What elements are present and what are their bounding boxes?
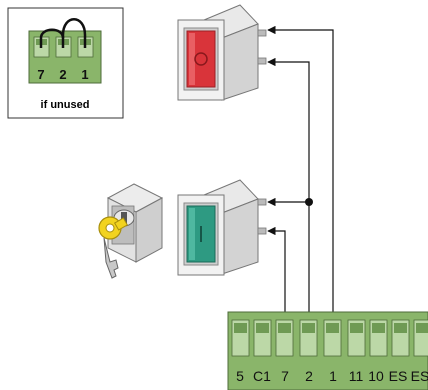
inset-terminal-label: 2 xyxy=(59,67,66,82)
inset-terminal-label: 7 xyxy=(37,67,44,82)
terminal-label-11: 11 xyxy=(349,368,364,384)
wiring xyxy=(267,25,338,331)
key-selector-switch-icon xyxy=(98,183,164,279)
terminal-block: 5 C1 7 2 1 11 10 ES ES xyxy=(227,311,428,390)
terminal-label-es: ES xyxy=(389,368,408,384)
wire-terminal-1-to-stop xyxy=(267,25,338,331)
inset-terminal-label: 1 xyxy=(81,67,88,82)
terminal-label-10: 10 xyxy=(368,368,384,384)
terminal-label-7: 7 xyxy=(281,368,289,384)
wire-terminal-2-to-stop xyxy=(267,57,314,331)
wire-terminal-7-to-start xyxy=(267,226,290,331)
terminal-label-2: 2 xyxy=(305,368,313,384)
terminal-label-5: 5 xyxy=(236,368,244,384)
terminal-label-es: ES xyxy=(411,368,428,384)
green-start-pushbutton-icon xyxy=(177,179,267,276)
red-stop-pushbutton-icon xyxy=(177,4,267,101)
wire-junction-dot xyxy=(305,198,313,206)
unused-jumper-inset: 7 2 1 if unused xyxy=(7,7,124,119)
terminal-label-1: 1 xyxy=(329,368,337,384)
terminal-label-c1: C1 xyxy=(253,368,271,384)
inset-caption: if unused xyxy=(41,99,90,111)
